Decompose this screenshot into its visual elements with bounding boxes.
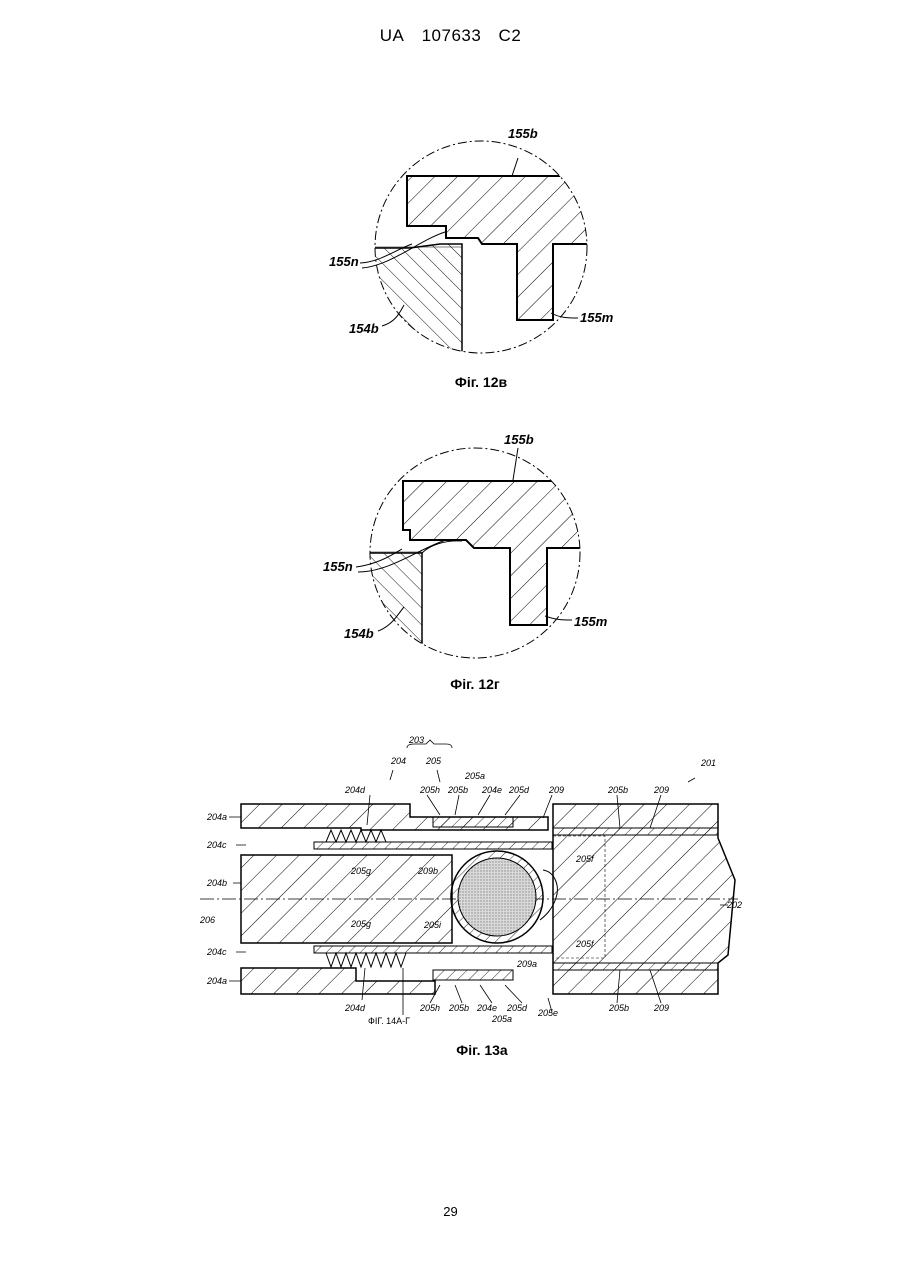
part-209-top	[553, 828, 718, 835]
label-205b-bottom: 205b	[448, 1003, 469, 1013]
fig13a-drawing	[200, 804, 738, 994]
label-205b-top-right: 205b	[607, 785, 628, 795]
part-154b-fig12v	[360, 244, 462, 360]
label-204: 204	[390, 756, 406, 766]
label-204b: 204b	[206, 878, 227, 888]
label-209-bottom-right: 209	[653, 1003, 669, 1013]
label-204e-top: 204e	[481, 785, 502, 795]
label-204a-bottom: 204a	[206, 976, 227, 986]
caption-fig12g: Фіг. 12г	[375, 676, 575, 692]
label-154b-fig12g: 154b	[344, 626, 374, 641]
part-154b-fig12g	[350, 553, 422, 665]
label-205h-bottom: 205h	[419, 1003, 440, 1013]
label-209b: 209b	[417, 866, 438, 876]
label-205d-top: 205d	[508, 785, 530, 795]
label-209-top: 209	[548, 785, 564, 795]
label-205b-top: 205b	[447, 785, 468, 795]
caption-fig12v: Фіг. 12в	[381, 374, 581, 390]
label-205h-top: 205h	[419, 785, 440, 795]
part-204c-top	[314, 842, 552, 849]
label-155m-fig12v: 155m	[580, 310, 614, 325]
page-number: 29	[0, 1204, 901, 1219]
ball-205i	[458, 858, 536, 936]
label-204d-top: 204d	[344, 785, 366, 795]
thread-205g-top	[326, 830, 386, 842]
label-209-top-right: 209	[653, 785, 669, 795]
sleeve-205-top	[433, 817, 513, 827]
label-205e: 205e	[537, 1008, 558, 1018]
label-fig14a-ref: ФІГ. 14А-Г	[368, 1016, 410, 1026]
fig12g-detail: 155b 155n 154b 155m	[323, 432, 608, 665]
label-155n-fig12g: 155n	[323, 559, 353, 574]
part-204c-bottom	[314, 946, 552, 953]
label-205f-top: 205f	[575, 854, 595, 864]
label-202: 202	[726, 900, 742, 910]
label-205a-bottom: 205a	[491, 1014, 512, 1024]
label-205g-top: 205g	[350, 866, 371, 876]
label-204a-top: 204a	[206, 812, 227, 822]
label-204c-top: 204c	[206, 840, 227, 850]
label-203: 203	[408, 735, 424, 745]
part-204a-bottom	[241, 968, 435, 994]
label-205: 205	[425, 756, 442, 766]
thread-205g-bottom	[326, 953, 406, 967]
fig12v-detail: 155b 155n 154b 155m	[329, 126, 614, 360]
label-155b-fig12v: 155b	[508, 126, 538, 141]
sleeve-205-bottom	[433, 970, 513, 980]
label-205a: 205a	[464, 771, 485, 781]
label-201: 201	[700, 758, 716, 768]
label-205g-bottom: 205g	[350, 919, 371, 929]
label-205d-bottom: 205d	[506, 1003, 528, 1013]
label-204c-bottom: 204c	[206, 947, 227, 957]
part-209-bottom	[553, 963, 718, 970]
label-154b-fig12v: 154b	[349, 321, 379, 336]
label-204e-bottom: 204e	[476, 1003, 497, 1013]
label-155m-fig12g: 155m	[574, 614, 608, 629]
label-205i: 205i	[423, 920, 442, 930]
label-205b-bottom-right: 205b	[608, 1003, 629, 1013]
part-155b-fig12g	[403, 481, 590, 625]
label-205f-bottom: 205f	[575, 939, 595, 949]
label-206: 206	[199, 915, 215, 925]
label-155n-fig12v: 155n	[329, 254, 359, 269]
label-155b-fig12g: 155b	[504, 432, 534, 447]
caption-fig13a: Фіг. 13а	[382, 1042, 582, 1058]
label-204d-bottom: 204d	[344, 1003, 366, 1013]
label-209a: 209a	[516, 959, 537, 969]
